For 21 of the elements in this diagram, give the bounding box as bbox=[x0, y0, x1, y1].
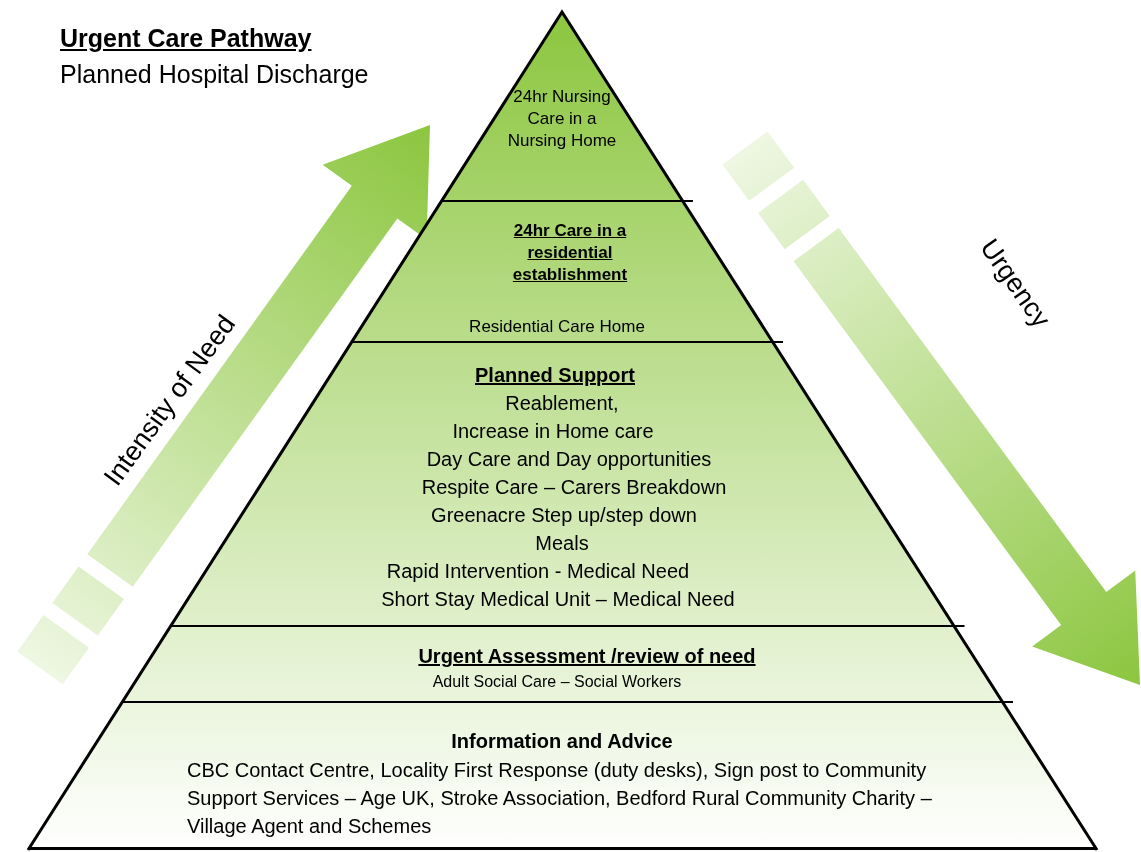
tier-text: Short Stay Medical Unit – Medical Need bbox=[380, 587, 736, 612]
tier-text: Respite Care – Carers Breakdown bbox=[420, 475, 728, 500]
tier-heading: 24hr Care in a residential establishment bbox=[511, 220, 629, 287]
subtitle: Planned Hospital Discharge bbox=[60, 60, 369, 89]
tier-text: Greenacre Step up/step down bbox=[430, 503, 698, 528]
tier-text: Meals bbox=[534, 531, 590, 556]
tier-text: Day Care and Day opportunities bbox=[425, 447, 713, 472]
title: Urgent Care Pathway bbox=[60, 24, 312, 53]
tier-text: Residential Care Home bbox=[468, 316, 646, 338]
tier-text: 24hr Nursing Care in a Nursing Home bbox=[507, 86, 617, 153]
tier-text: Reablement, bbox=[504, 391, 620, 416]
tier-text: Adult Social Care – Social Workers bbox=[431, 672, 683, 692]
tier-heading: Urgent Assessment /review of need bbox=[417, 644, 757, 669]
pyramid-tier bbox=[28, 703, 1097, 850]
tier-text: Rapid Intervention - Medical Need bbox=[385, 559, 691, 584]
pyramid-tier bbox=[121, 627, 1014, 703]
tier-text: CBC Contact Centre, Locality First Response (duty desks), Sign post to Community Support Services – Age UK, Stroke Association, Bedford Rural Community Charity – Village Agent and Schemes bbox=[187, 758, 933, 839]
tier-text: Increase in Home care bbox=[451, 419, 655, 444]
pyramid-tier bbox=[351, 202, 784, 343]
tier-heading: Planned Support bbox=[474, 363, 636, 388]
tier-heading: Information and Advice bbox=[450, 729, 674, 754]
